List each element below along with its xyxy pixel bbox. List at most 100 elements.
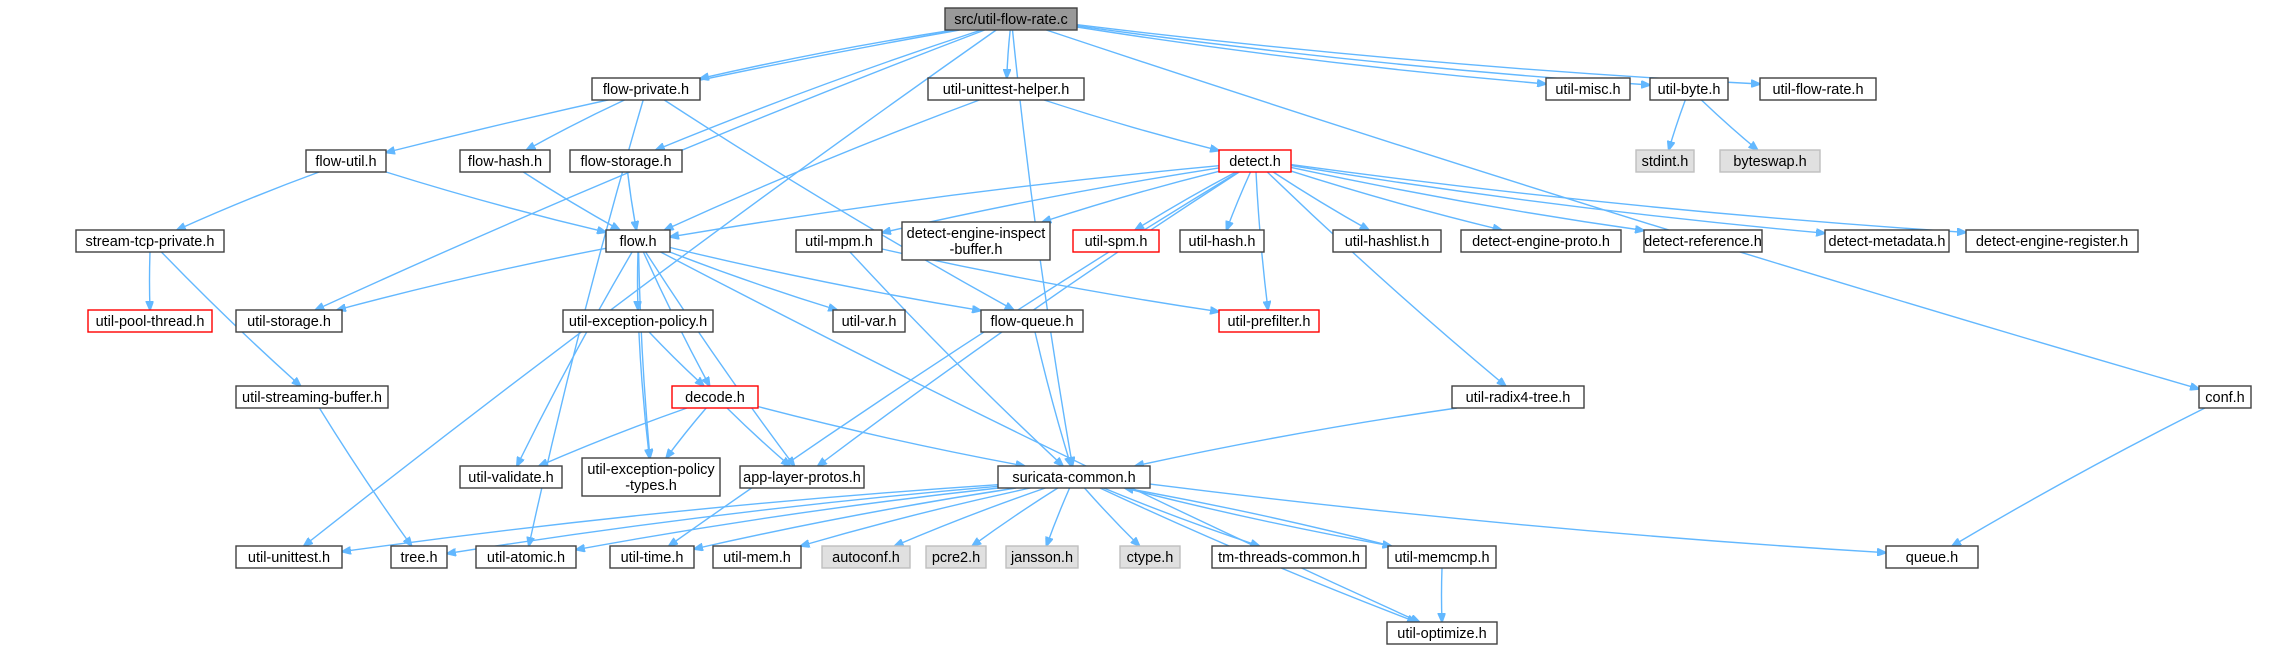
node-util-hashlist[interactable]: util-hashlist.h — [1332, 229, 1442, 253]
node-label: util-unittest-helper.h — [943, 82, 1070, 98]
node-conf[interactable]: conf.h — [2198, 385, 2252, 409]
node-box — [1965, 229, 2139, 253]
node-util-hash[interactable]: util-hash.h — [1179, 229, 1265, 253]
edge-root-to-conf — [1046, 29, 2199, 389]
node-flow-queue[interactable]: flow-queue.h — [980, 309, 1084, 333]
node-tm-threads[interactable]: tm-threads-common.h — [1211, 545, 1367, 569]
node-box — [927, 77, 1085, 101]
node-unittest-helper[interactable]: util-unittest-helper.h — [927, 77, 1085, 101]
edge-unittest-helper-to-detect — [1043, 99, 1219, 151]
node-label: flow.h — [619, 234, 656, 250]
node-util-var[interactable]: util-var.h — [832, 309, 906, 333]
node-box — [1218, 149, 1292, 173]
node-util-time[interactable]: util-time.h — [609, 545, 695, 569]
node-box — [795, 229, 883, 253]
edge-decode-to-exc-types — [666, 407, 707, 458]
node-queue[interactable]: queue.h — [1885, 545, 1979, 569]
node-exc-types[interactable]: util-exception-policy-types.h — [581, 457, 721, 497]
node-util-byte[interactable]: util-byte.h — [1649, 77, 1729, 101]
node-box — [1211, 545, 1367, 569]
node-label: -types.h — [625, 478, 677, 494]
node-app-layer-protos[interactable]: app-layer-protos.h — [739, 465, 865, 489]
node-root[interactable]: src/util-flow-rate.c — [944, 7, 1078, 31]
node-label: util-exception-policy.h — [569, 314, 707, 330]
node-box — [671, 385, 759, 409]
node-box — [1635, 149, 1695, 173]
edge-detect-to-util-hashlist — [1272, 171, 1369, 230]
node-tree[interactable]: tree.h — [390, 545, 448, 569]
node-label: util-misc.h — [1555, 82, 1620, 98]
node-util-memcmp[interactable]: util-memcmp.h — [1387, 545, 1497, 569]
node-util-validate[interactable]: util-validate.h — [459, 465, 563, 489]
node-stream-tcp-private[interactable]: stream-tcp-private.h — [75, 229, 225, 253]
edge-flow-hash-to-flow — [522, 171, 619, 230]
node-jansson[interactable]: jansson.h — [1005, 545, 1079, 569]
node-decode[interactable]: decode.h — [671, 385, 759, 409]
node-box — [235, 309, 343, 333]
node-util-mem[interactable]: util-mem.h — [712, 545, 802, 569]
nodes-layer: src/util-flow-rate.c flow-private.h util-u… — [75, 7, 2252, 645]
edge-root-to-flow-storage — [656, 29, 982, 150]
node-label: util-flow-rate.h — [1772, 82, 1863, 98]
edge-flow-util-to-stream-tcp-private — [177, 171, 320, 230]
edge-root-to-util-unittest — [304, 29, 997, 546]
node-det-meta[interactable]: detect-metadata.h — [1824, 229, 1950, 253]
node-box — [1119, 545, 1181, 569]
node-det-ref[interactable]: detect-reference.h — [1643, 229, 1763, 253]
node-det-proto[interactable]: detect-engine-proto.h — [1460, 229, 1622, 253]
node-suricata-common[interactable]: suricata-common.h — [997, 465, 1151, 489]
node-detect[interactable]: detect.h — [1218, 149, 1292, 173]
node-byteswap[interactable]: byteswap.h — [1719, 149, 1821, 173]
node-label: util-time.h — [621, 550, 684, 566]
node-util-atomic[interactable]: util-atomic.h — [475, 545, 577, 569]
edge-root-to-flow-private — [700, 29, 954, 79]
node-pcre2[interactable]: pcre2.h — [925, 545, 987, 569]
edge-util-exc-policy-to-exc-types — [638, 331, 650, 458]
node-util-radix4[interactable]: util-radix4-tree.h — [1451, 385, 1585, 409]
edge-decode-to-util-validate — [539, 407, 688, 466]
node-flow-hash[interactable]: flow-hash.h — [459, 149, 551, 173]
node-label: util-exception-policy — [587, 462, 715, 478]
edge-util-radix4-to-suricata-common — [1135, 407, 1458, 466]
node-util-mpm[interactable]: util-mpm.h — [795, 229, 883, 253]
node-flow[interactable]: flow.h — [605, 229, 671, 253]
edge-conf-to-queue — [1952, 407, 2206, 546]
node-label: conf.h — [2205, 390, 2245, 406]
node-stdint[interactable]: stdint.h — [1635, 149, 1695, 173]
node-label: util-byte.h — [1658, 82, 1721, 98]
node-util-storage[interactable]: util-storage.h — [235, 309, 343, 333]
edge-suricata-common-to-pcre2 — [972, 487, 1059, 546]
node-util-exc-policy[interactable]: util-exception-policy.h — [562, 309, 714, 333]
node-util-spm[interactable]: util-spm.h — [1072, 229, 1160, 253]
node-util-misc[interactable]: util-misc.h — [1545, 77, 1631, 101]
node-label: tree.h — [400, 550, 437, 566]
node-box — [1759, 77, 1877, 101]
node-label: util-hashlist.h — [1345, 234, 1430, 250]
node-util-pool-thread[interactable]: util-pool-thread.h — [87, 309, 213, 333]
node-flow-storage[interactable]: flow-storage.h — [569, 149, 683, 173]
node-autoconf[interactable]: autoconf.h — [821, 545, 911, 569]
edge-util-byte-to-byteswap — [1700, 99, 1757, 150]
node-det-inspect[interactable]: detect-engine-inspect-buffer.h — [901, 221, 1051, 261]
node-box — [1072, 229, 1160, 253]
node-util-prefilter[interactable]: util-prefilter.h — [1218, 309, 1320, 333]
node-box — [925, 545, 987, 569]
edge-util-memcmp-to-util-optimize — [1442, 567, 1443, 622]
node-util-flow-rate-h[interactable]: util-flow-rate.h — [1759, 77, 1877, 101]
node-ctype[interactable]: ctype.h — [1119, 545, 1181, 569]
node-box — [605, 229, 671, 253]
node-flow-private[interactable]: flow-private.h — [591, 77, 701, 101]
node-label: detect-engine-register.h — [1976, 234, 2128, 250]
node-det-register[interactable]: detect-engine-register.h — [1965, 229, 2139, 253]
node-box — [475, 545, 577, 569]
node-label: detect-reference.h — [1644, 234, 1762, 250]
node-util-unittest[interactable]: util-unittest.h — [235, 545, 343, 569]
node-label: util-prefilter.h — [1227, 314, 1310, 330]
node-flow-util[interactable]: flow-util.h — [305, 149, 387, 173]
node-util-optimize[interactable]: util-optimize.h — [1386, 621, 1498, 645]
node-box — [87, 309, 213, 333]
edge-decode-to-suricata-common — [757, 405, 1025, 466]
node-util-stream-buf[interactable]: util-streaming-buffer.h — [235, 385, 389, 409]
node-box — [569, 149, 683, 173]
